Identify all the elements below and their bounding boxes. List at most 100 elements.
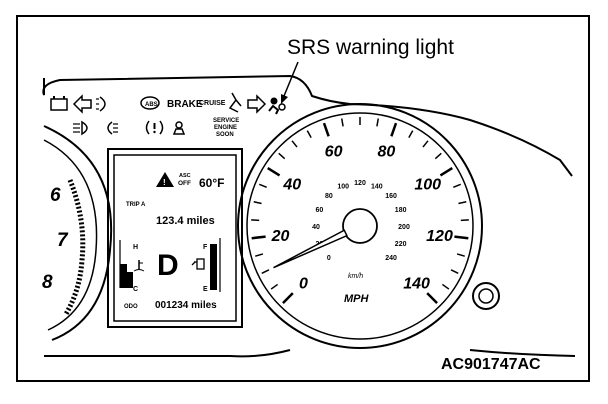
speedometer-major-tick [426,292,438,304]
speedometer-mph-tick-label: 80 [378,143,396,160]
speedometer-needle [273,229,348,269]
telltale-row-2: SERVICE ENGINE SOON [73,118,239,138]
battery-icon [50,96,68,111]
lcd-screen [113,154,237,322]
speedometer-kmh-tick-label: 100 [337,183,349,190]
coolant-temp-icon [133,260,145,272]
svg-text:!: ! [163,178,166,187]
cluster-hood [42,74,573,177]
speedometer-kmh-tick-label: 220 [395,241,407,248]
speedometer-bezel-outer [237,103,483,349]
tachometer: 6 7 8 [42,125,113,341]
speedometer-major-tick [390,122,398,137]
trip-reset-knob [472,282,500,310]
srs-callout-label: SRS warning light [287,36,454,59]
trip-label: TRIP A [126,202,146,208]
cruise-indicator-text: CRUISE [199,100,226,107]
asc-off-label: ASC [179,173,191,179]
tachometer-bezel-inner [43,139,98,331]
speedometer-major-tick [454,235,469,240]
lcd-bezel [107,148,243,328]
srs-airbag-icon [268,97,286,115]
tach-tick-label: 6 [50,185,61,206]
speedometer-minor-tick [261,269,270,274]
speedometer-minor-tick [253,201,262,205]
speedometer-major-tick [439,166,453,177]
speedometer-kmh-scale: 020406080100120140160180200220240 [312,180,410,262]
speedometer-kmh-tick-label: 180 [395,207,407,214]
speedometer-minor-tick [306,130,312,138]
fog-light-icon [107,121,118,135]
service-engine-text: SOON [216,132,234,138]
speedometer-mph-tick-label: 120 [426,228,453,245]
asc-off-icon: ! [156,172,174,187]
speedometer-minor-tick [441,283,450,290]
speedometer-kmh-tick-label: 140 [371,183,383,190]
speedometer-minor-tick [456,253,465,257]
asc-off-label: OFF [178,180,191,187]
speedometer-minor-tick [408,130,414,138]
temp-level-bar [127,272,133,288]
temp-hot-label: H [133,244,138,251]
high-beam-icon [73,120,88,136]
turn-left-icon [72,94,92,114]
speedometer-major-tick [282,292,294,304]
lcd-display: ! ASC OFF 60°F TRIP A 123.4 miles H C D … [107,148,243,328]
fuel-gauge: F E [191,238,221,293]
speedometer-mph-tick-label: 140 [403,276,430,293]
odometer-label: ODO [124,304,138,310]
speedometer-mph-tick-label: 60 [325,143,343,160]
speedometer-minor-tick [376,118,379,127]
trip-odometer-value: 123.4 miles [156,215,215,227]
speedometer-minor-tick [450,269,459,274]
speedometer-kmh-tick-label: 200 [398,224,410,231]
fuel-pump-icon [191,258,205,270]
temp-cold-label: C [133,286,138,293]
tachometer-bezel-outer [43,125,113,341]
speedometer-major-tick [322,122,330,137]
fuel-level-bar [210,244,217,290]
speedometer-minor-tick [270,283,279,290]
seatbelt-icon [228,92,242,113]
speedometer-minor-tick [422,140,429,148]
speedometer-minor-tick [278,152,286,160]
speedometer-tick-marks [251,117,469,304]
coolant-temp-gauge: H C [119,240,145,293]
service-engine-text: SERVICE [213,118,239,124]
speedometer-kmh-tick-label: 160 [385,193,397,200]
fuel-full-label: F [203,244,208,251]
tach-tick-label: 8 [42,272,53,293]
speedometer-mph-tick-label: 40 [282,176,301,193]
speedometer-major-tick [267,166,281,177]
speedometer-kmh-tick-label: 240 [385,255,397,262]
tachometer-scale-band [63,179,86,316]
speedometer-kmh-tick-label: 0 [327,255,331,262]
speedometer-mph-tick-label: 0 [299,276,308,293]
tach-tick-label: 7 [57,230,69,251]
brake-warning-text: BRAKE [167,99,203,110]
speedometer-minor-tick [458,201,467,205]
abs-icon: ABS [140,96,160,110]
needle-hub [342,208,378,244]
speedometer-kmh-tick-label: 40 [312,224,320,231]
outside-temperature: 60°F [199,176,224,190]
speedometer-mph-tick-label: 100 [414,176,441,193]
speedometer-kmh-tick-label: 60 [315,207,323,214]
gear-position-indicator: D [157,249,179,282]
figure-reference-code: AC901747AC [441,356,541,373]
figure-frame [16,15,590,382]
telltale-row-1: ABS BRAKE CRUISE [50,92,286,115]
srs-callout-leader [281,61,299,104]
fuel-empty-label: E [203,286,208,293]
speedometer-minor-tick [434,152,442,160]
speedometer-kmh-tick-label: 120 [354,180,366,187]
speedometer-minor-tick [255,253,264,257]
speedometer-mph-tick-label: 20 [271,228,290,245]
odometer-value: 001234 miles [155,300,217,311]
speedometer-minor-tick [291,140,298,148]
speedometer-major-tick [251,235,266,240]
headlight-icon [96,96,106,112]
speedometer-mph-scale: 0 20 40 60 80 100 120 140 [271,143,453,292]
